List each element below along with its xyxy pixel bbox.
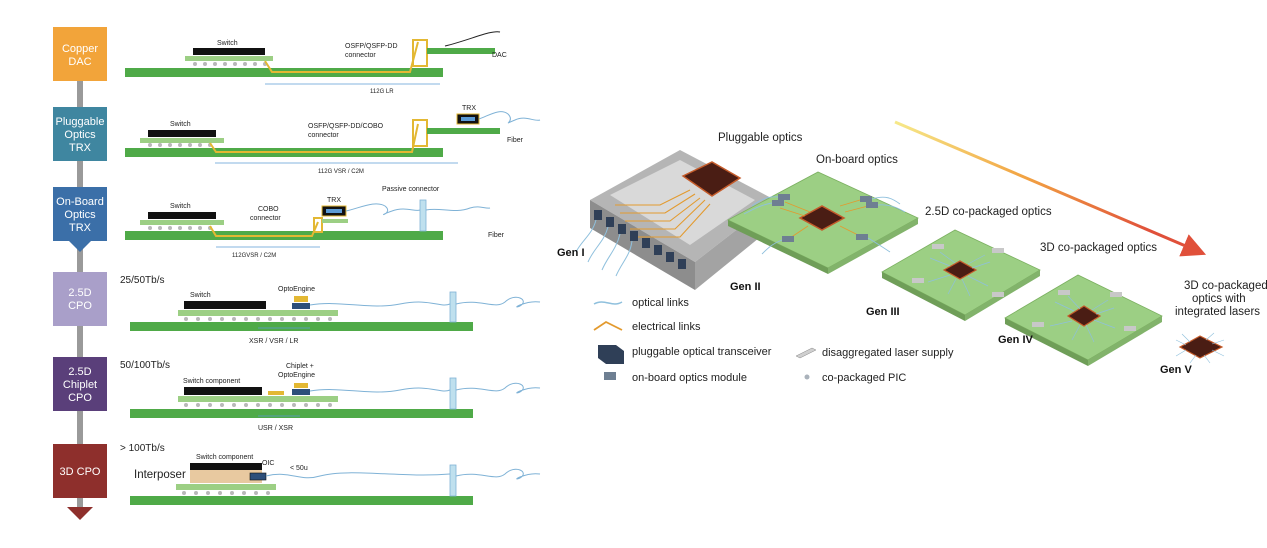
svg-text:Chiplet +: Chiplet +: [286, 363, 314, 370]
svg-text:COBO: COBO: [258, 206, 279, 213]
legend-pluggable-transceiver: pluggable optical transceiver: [598, 345, 772, 364]
svg-text:on-board optics module: on-board optics module: [632, 372, 747, 384]
svg-text:On-board optics: On-board optics: [816, 154, 898, 166]
stage-3d-cpo: 3D CPO: [53, 444, 107, 498]
svg-text:TRX: TRX: [327, 197, 341, 204]
svg-text:connector: connector: [308, 132, 339, 139]
svg-text:112G LR: 112G LR: [370, 89, 394, 95]
svg-text:Gen III: Gen III: [866, 306, 900, 318]
svg-text:On-Board: On-Board: [56, 196, 104, 208]
svg-text:Switch: Switch: [170, 121, 191, 128]
svg-text:electrical links: electrical links: [632, 321, 701, 333]
svg-text:Pluggable: Pluggable: [56, 116, 105, 128]
svg-text:> 100Tb/s: > 100Tb/s: [120, 443, 165, 454]
svg-text:TRX: TRX: [462, 105, 476, 112]
svg-text:Passive connector: Passive connector: [382, 186, 440, 193]
svg-text:112G VSR / C2M: 112G VSR / C2M: [318, 169, 364, 175]
svg-text:50/100Tb/s: 50/100Tb/s: [120, 360, 170, 371]
legend-laser-supply: disaggregated laser supply: [795, 347, 954, 359]
svg-text:Gen IV: Gen IV: [998, 334, 1034, 346]
svg-text:DAC: DAC: [492, 52, 507, 59]
svg-text:Optics: Optics: [64, 129, 96, 141]
svg-text:integrated lasers: integrated lasers: [1175, 306, 1260, 318]
gen-1-pluggable: Pluggable optics Gen I: [557, 132, 803, 290]
svg-text:connector: connector: [345, 52, 376, 59]
svg-text:disaggregated laser supply: disaggregated laser supply: [822, 347, 954, 359]
svg-text:3D co-packaged: 3D co-packaged: [1184, 280, 1267, 292]
svg-text:pluggable optical transceiver: pluggable optical transceiver: [632, 346, 772, 358]
row-onboard-optics: Switch COBO connector TRX Passive connec…: [125, 186, 505, 259]
svg-text:XSR / VSR / LR: XSR / VSR / LR: [249, 338, 298, 345]
svg-text:Interposer: Interposer: [134, 469, 186, 481]
stage-column: Copper DAC Pluggable Optics TRX On-Board…: [53, 27, 107, 520]
evolution-arrow: [894, 120, 1207, 257]
svg-text:OIC: OIC: [262, 460, 274, 467]
svg-text:TRX: TRX: [69, 142, 92, 154]
svg-text:OptoEngine: OptoEngine: [278, 286, 315, 293]
svg-text:Switch component: Switch component: [183, 378, 240, 385]
svg-text:112GVSR / C2M: 112GVSR / C2M: [232, 253, 276, 259]
stage-2-5d-chiplet-cpo: 2.5D Chiplet CPO: [53, 357, 107, 411]
row-2-5d-chiplet-cpo: 50/100Tb/s Switch component Chiplet + Op…: [120, 360, 541, 432]
stage-pluggable-optics: Pluggable Optics TRX: [53, 107, 107, 161]
svg-text:CPO: CPO: [68, 392, 92, 404]
svg-text:optics with: optics with: [1192, 293, 1246, 305]
svg-text:Switch: Switch: [190, 292, 211, 299]
svg-text:Fiber: Fiber: [488, 232, 505, 239]
svg-text:USR / XSR: USR / XSR: [258, 425, 293, 432]
svg-text:OSFP/QSFP-DD/COBO: OSFP/QSFP-DD/COBO: [308, 123, 384, 130]
svg-text:25/50Tb/s: 25/50Tb/s: [120, 275, 164, 286]
svg-text:Gen I: Gen I: [557, 247, 585, 259]
svg-text:Fiber: Fiber: [507, 137, 524, 144]
svg-text:Gen V: Gen V: [1160, 364, 1192, 376]
svg-text:Switch: Switch: [170, 203, 191, 210]
stage-onboard-optics: On-Board Optics TRX: [53, 187, 107, 241]
row-copper-dac: Switch OSFP/QSFP-DD connector DAC 112G L…: [125, 31, 507, 95]
svg-text:OptoEngine: OptoEngine: [278, 372, 315, 379]
svg-text:3D co-packaged optics: 3D co-packaged optics: [1040, 242, 1157, 254]
svg-text:Switch: Switch: [217, 40, 238, 47]
legend-copackaged-pic: co-packaged PIC: [804, 372, 906, 384]
gen-5-integrated-lasers: 3D co-packaged optics with integrated la…: [1160, 280, 1267, 376]
gen-2-onboard: On-board optics Gen II: [727, 154, 919, 293]
stage-2-5d-cpo: 2.5D CPO: [53, 272, 107, 326]
svg-text:Gen II: Gen II: [730, 281, 761, 293]
svg-text:< 50u: < 50u: [290, 465, 308, 472]
stage-copper-dac: Copper DAC: [53, 27, 107, 81]
row-pluggable-optics: Switch OSFP/QSFP-DD/COBO connector TRX F…: [125, 105, 541, 175]
svg-text:Switch component: Switch component: [196, 454, 253, 461]
gen-3-2-5d-cpo: 2.5D co-packaged optics Gen III: [866, 206, 1052, 321]
svg-text:TRX: TRX: [69, 222, 92, 234]
legend-optical-links: optical links: [593, 297, 689, 309]
svg-text:Optics: Optics: [64, 209, 96, 221]
svg-text:optical links: optical links: [632, 297, 689, 309]
svg-text:Copper: Copper: [62, 43, 98, 55]
svg-text:OSFP/QSFP-DD: OSFP/QSFP-DD: [345, 43, 398, 50]
legend: optical links electrical links pluggable…: [593, 297, 954, 384]
legend-electrical-links: electrical links: [593, 320, 701, 333]
row-3d-cpo: > 100Tb/s Switch component Interposer OI…: [120, 443, 541, 505]
svg-text:Chiplet: Chiplet: [63, 379, 97, 391]
svg-text:2.5D: 2.5D: [68, 287, 91, 299]
legend-onboard-module: on-board optics module: [604, 372, 747, 384]
gen-4-3d-cpo: 3D co-packaged optics Gen IV: [998, 242, 1163, 366]
svg-text:DAC: DAC: [68, 56, 91, 68]
svg-text:2.5D co-packaged optics: 2.5D co-packaged optics: [925, 206, 1052, 218]
svg-text:co-packaged PIC: co-packaged PIC: [822, 372, 906, 384]
row-2-5d-cpo: 25/50Tb/s Switch OptoEngine XSR / VSR / …: [120, 275, 541, 345]
svg-text:Pluggable optics: Pluggable optics: [718, 132, 803, 144]
svg-text:3D CPO: 3D CPO: [60, 466, 101, 478]
svg-text:connector: connector: [250, 215, 281, 222]
svg-text:CPO: CPO: [68, 300, 92, 312]
svg-text:2.5D: 2.5D: [68, 366, 91, 378]
